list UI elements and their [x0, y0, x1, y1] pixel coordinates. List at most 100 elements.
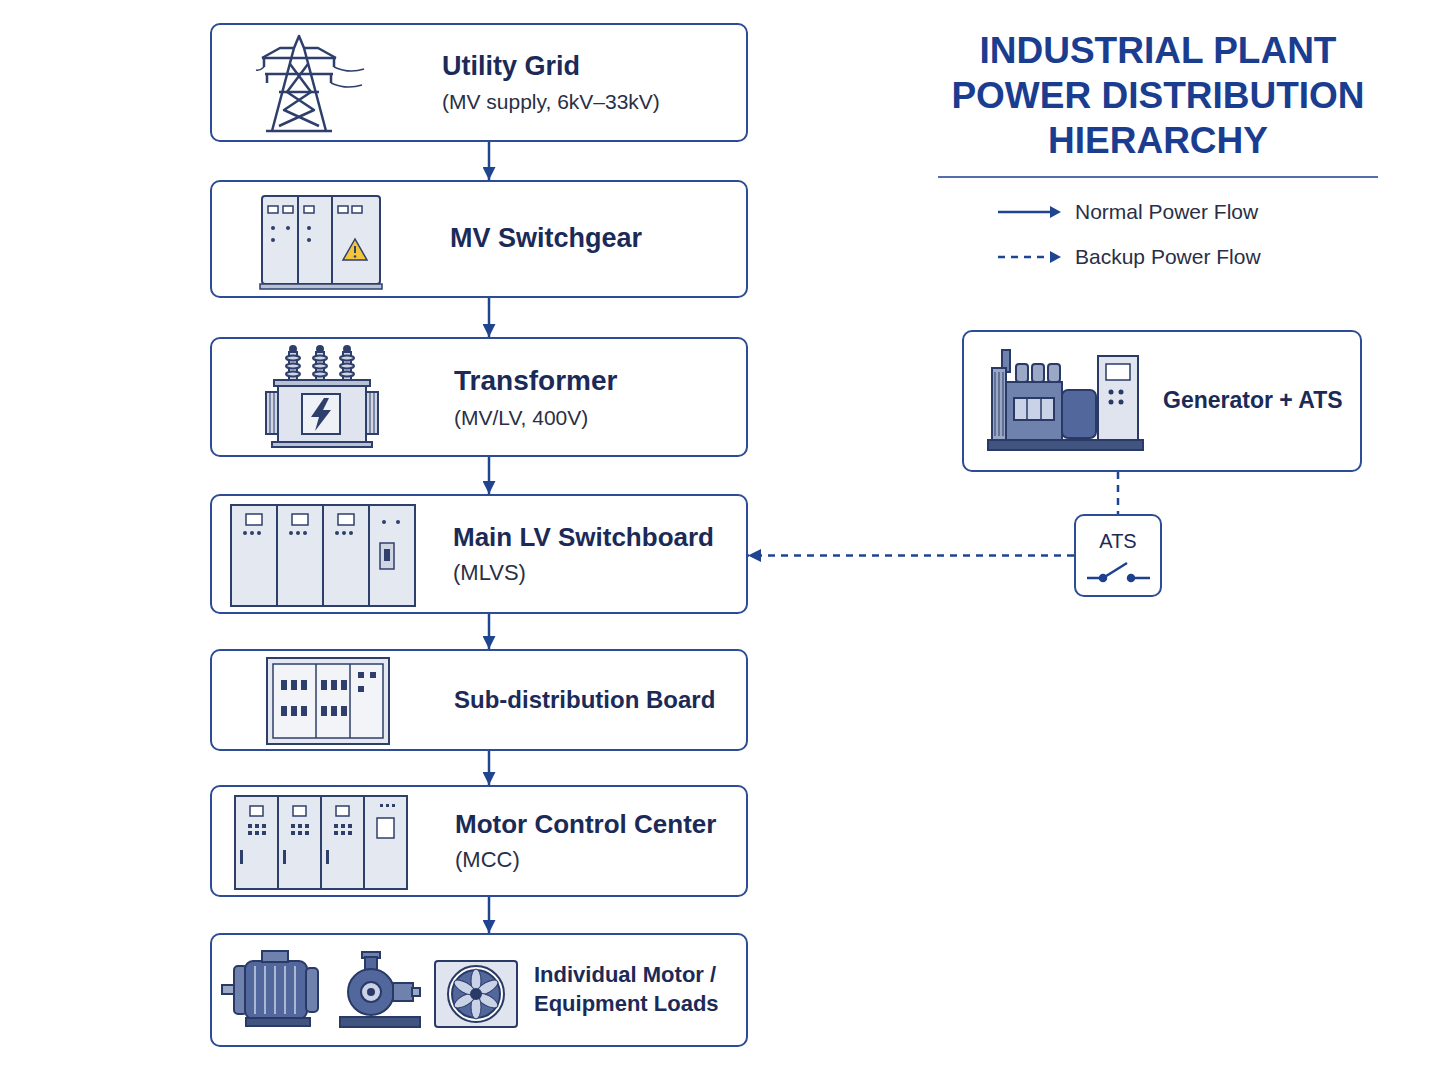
mcc-icon-part — [250, 806, 263, 816]
equipment-box: Individual Motor / Equipment Loads — [210, 933, 748, 1047]
transmission-tower-icon-part — [279, 64, 319, 126]
box-subtext: (MV/LV, 400V) — [454, 404, 740, 431]
legend-sample — [996, 198, 1075, 226]
transformer-icon-part — [266, 392, 278, 434]
mcc-icon-part-part — [262, 831, 266, 835]
backup-connector — [748, 554, 1074, 557]
mcc-icon-part-part — [298, 824, 302, 828]
equipment-box: Main LV Switchboard(MLVS) — [210, 494, 748, 614]
mcc-icon-part — [377, 818, 394, 838]
generator-icon-part — [1109, 390, 1114, 395]
equipment-box: MV Switchgear — [210, 180, 748, 298]
distribution-board-icon-part — [281, 672, 376, 716]
switchboard-icon-part — [231, 505, 277, 606]
transformer-icon-part — [270, 392, 271, 434]
transmission-tower-icon-part — [262, 48, 336, 58]
transformer-icon-part — [313, 372, 327, 377]
distribution-board-icon-part-part — [281, 706, 287, 716]
box-text-group: MV Switchgear — [450, 182, 740, 296]
motor-icon-part — [294, 966, 296, 1014]
box-heading: Transformer — [454, 363, 740, 399]
switchgear-icon-part — [307, 226, 311, 230]
switchgear-icon-part — [297, 196, 299, 284]
transformer-icon-part — [272, 442, 372, 447]
distribution-board-icon-part-part — [321, 706, 327, 716]
box-text-group: Generator + ATS — [1163, 332, 1354, 470]
switchboard-icon-part — [380, 543, 394, 569]
switchboard-icon-part-part — [396, 520, 400, 524]
switchboard-icon-part-part — [349, 531, 353, 535]
transformer-icon-part — [311, 398, 331, 431]
generator-icon-part — [1106, 364, 1130, 380]
box-heading: Utility Grid — [442, 49, 740, 84]
transformer-icon-part — [274, 392, 275, 434]
box-text-group: Sub-distribution Board — [454, 651, 740, 749]
box-heading: Individual Motor / Equipment Loads — [534, 961, 740, 1018]
transformer-icon-part — [286, 356, 300, 361]
legend-sample — [996, 243, 1075, 271]
generator-icon-part — [1026, 398, 1028, 420]
box-text-group: Utility Grid(MV supply, 6kV–33kV) — [442, 25, 740, 140]
motor-icon-part — [274, 966, 276, 1014]
generator-icon-part — [1003, 372, 1004, 436]
fan-icon-part — [452, 970, 500, 1018]
legend-entry: Backup Power Flow — [996, 243, 1261, 271]
legend-entry: Normal Power Flow — [996, 198, 1258, 226]
mcc-icon-part-part — [298, 831, 302, 835]
distribution-board-icon-part-part — [291, 680, 297, 690]
box-text-group: Main LV Switchboard(MLVS) — [453, 496, 740, 612]
transformer-icon-part — [286, 364, 300, 369]
legend-line — [998, 211, 1052, 214]
legend-label: Normal Power Flow — [1075, 200, 1258, 224]
mcc-icon-part-part — [341, 824, 345, 828]
transformer-icon-part — [286, 372, 300, 377]
motor-icon-part — [245, 961, 307, 1019]
mcc-icon-part-part — [248, 831, 252, 835]
generator-icon-part — [1109, 400, 1114, 405]
transformer-icon-part — [290, 346, 296, 352]
pump-icon-part — [348, 969, 394, 1015]
transmission-tower-icon-part — [272, 36, 326, 131]
switchboard-icon-part-part — [289, 531, 293, 535]
power-connector — [488, 897, 491, 933]
transformer-icon-part — [302, 394, 340, 434]
backup-connector — [1117, 472, 1120, 514]
equipment-box: Utility Grid(MV supply, 6kV–33kV) — [210, 23, 748, 142]
distribution-board-icon-part — [273, 664, 383, 738]
pump-icon-part — [361, 982, 381, 1002]
switchgear-icon-part — [271, 238, 275, 242]
distribution-board-icon — [267, 658, 389, 744]
box-heading: ATS — [1099, 528, 1136, 554]
motor-icon-part — [284, 966, 286, 1014]
switchboard-icon-part — [384, 549, 390, 561]
mcc-icon-part — [336, 806, 349, 816]
power-connector — [488, 614, 491, 649]
mcc-icon-part-part — [262, 824, 266, 828]
pump-icon-part — [340, 1017, 420, 1027]
mcc-icon-part-part — [283, 850, 286, 864]
motor-icon-part — [262, 951, 288, 962]
fan-icon-part — [435, 961, 517, 1027]
motor-icon-part — [254, 966, 256, 1014]
generator-icon-part — [1016, 364, 1028, 382]
distribution-board-icon-part — [315, 664, 317, 738]
switchgear-icon-part — [271, 226, 275, 230]
box-heading: Sub-distribution Board — [454, 684, 740, 715]
transmission-tower-icon-part — [264, 58, 334, 83]
generator-icon-part — [999, 372, 1000, 436]
switchgear-icon-part — [338, 206, 348, 213]
box-heading: Motor Control Center — [455, 808, 740, 842]
fan-icon-part — [452, 969, 500, 1019]
distribution-board-icon-part-part — [331, 680, 337, 690]
switch-symbol — [1087, 563, 1150, 581]
generator-icon-part — [988, 440, 1143, 450]
distribution-board-icon-part-part — [301, 706, 307, 716]
transformer-icon-part — [313, 356, 327, 361]
power-connector — [488, 298, 491, 337]
mcc-icon-part-part — [326, 850, 329, 864]
switchgear-icon-part — [352, 206, 362, 213]
legend-arrowhead — [1050, 251, 1061, 263]
transformer-icon-part — [278, 386, 366, 442]
transformer-icon-part — [313, 364, 327, 369]
